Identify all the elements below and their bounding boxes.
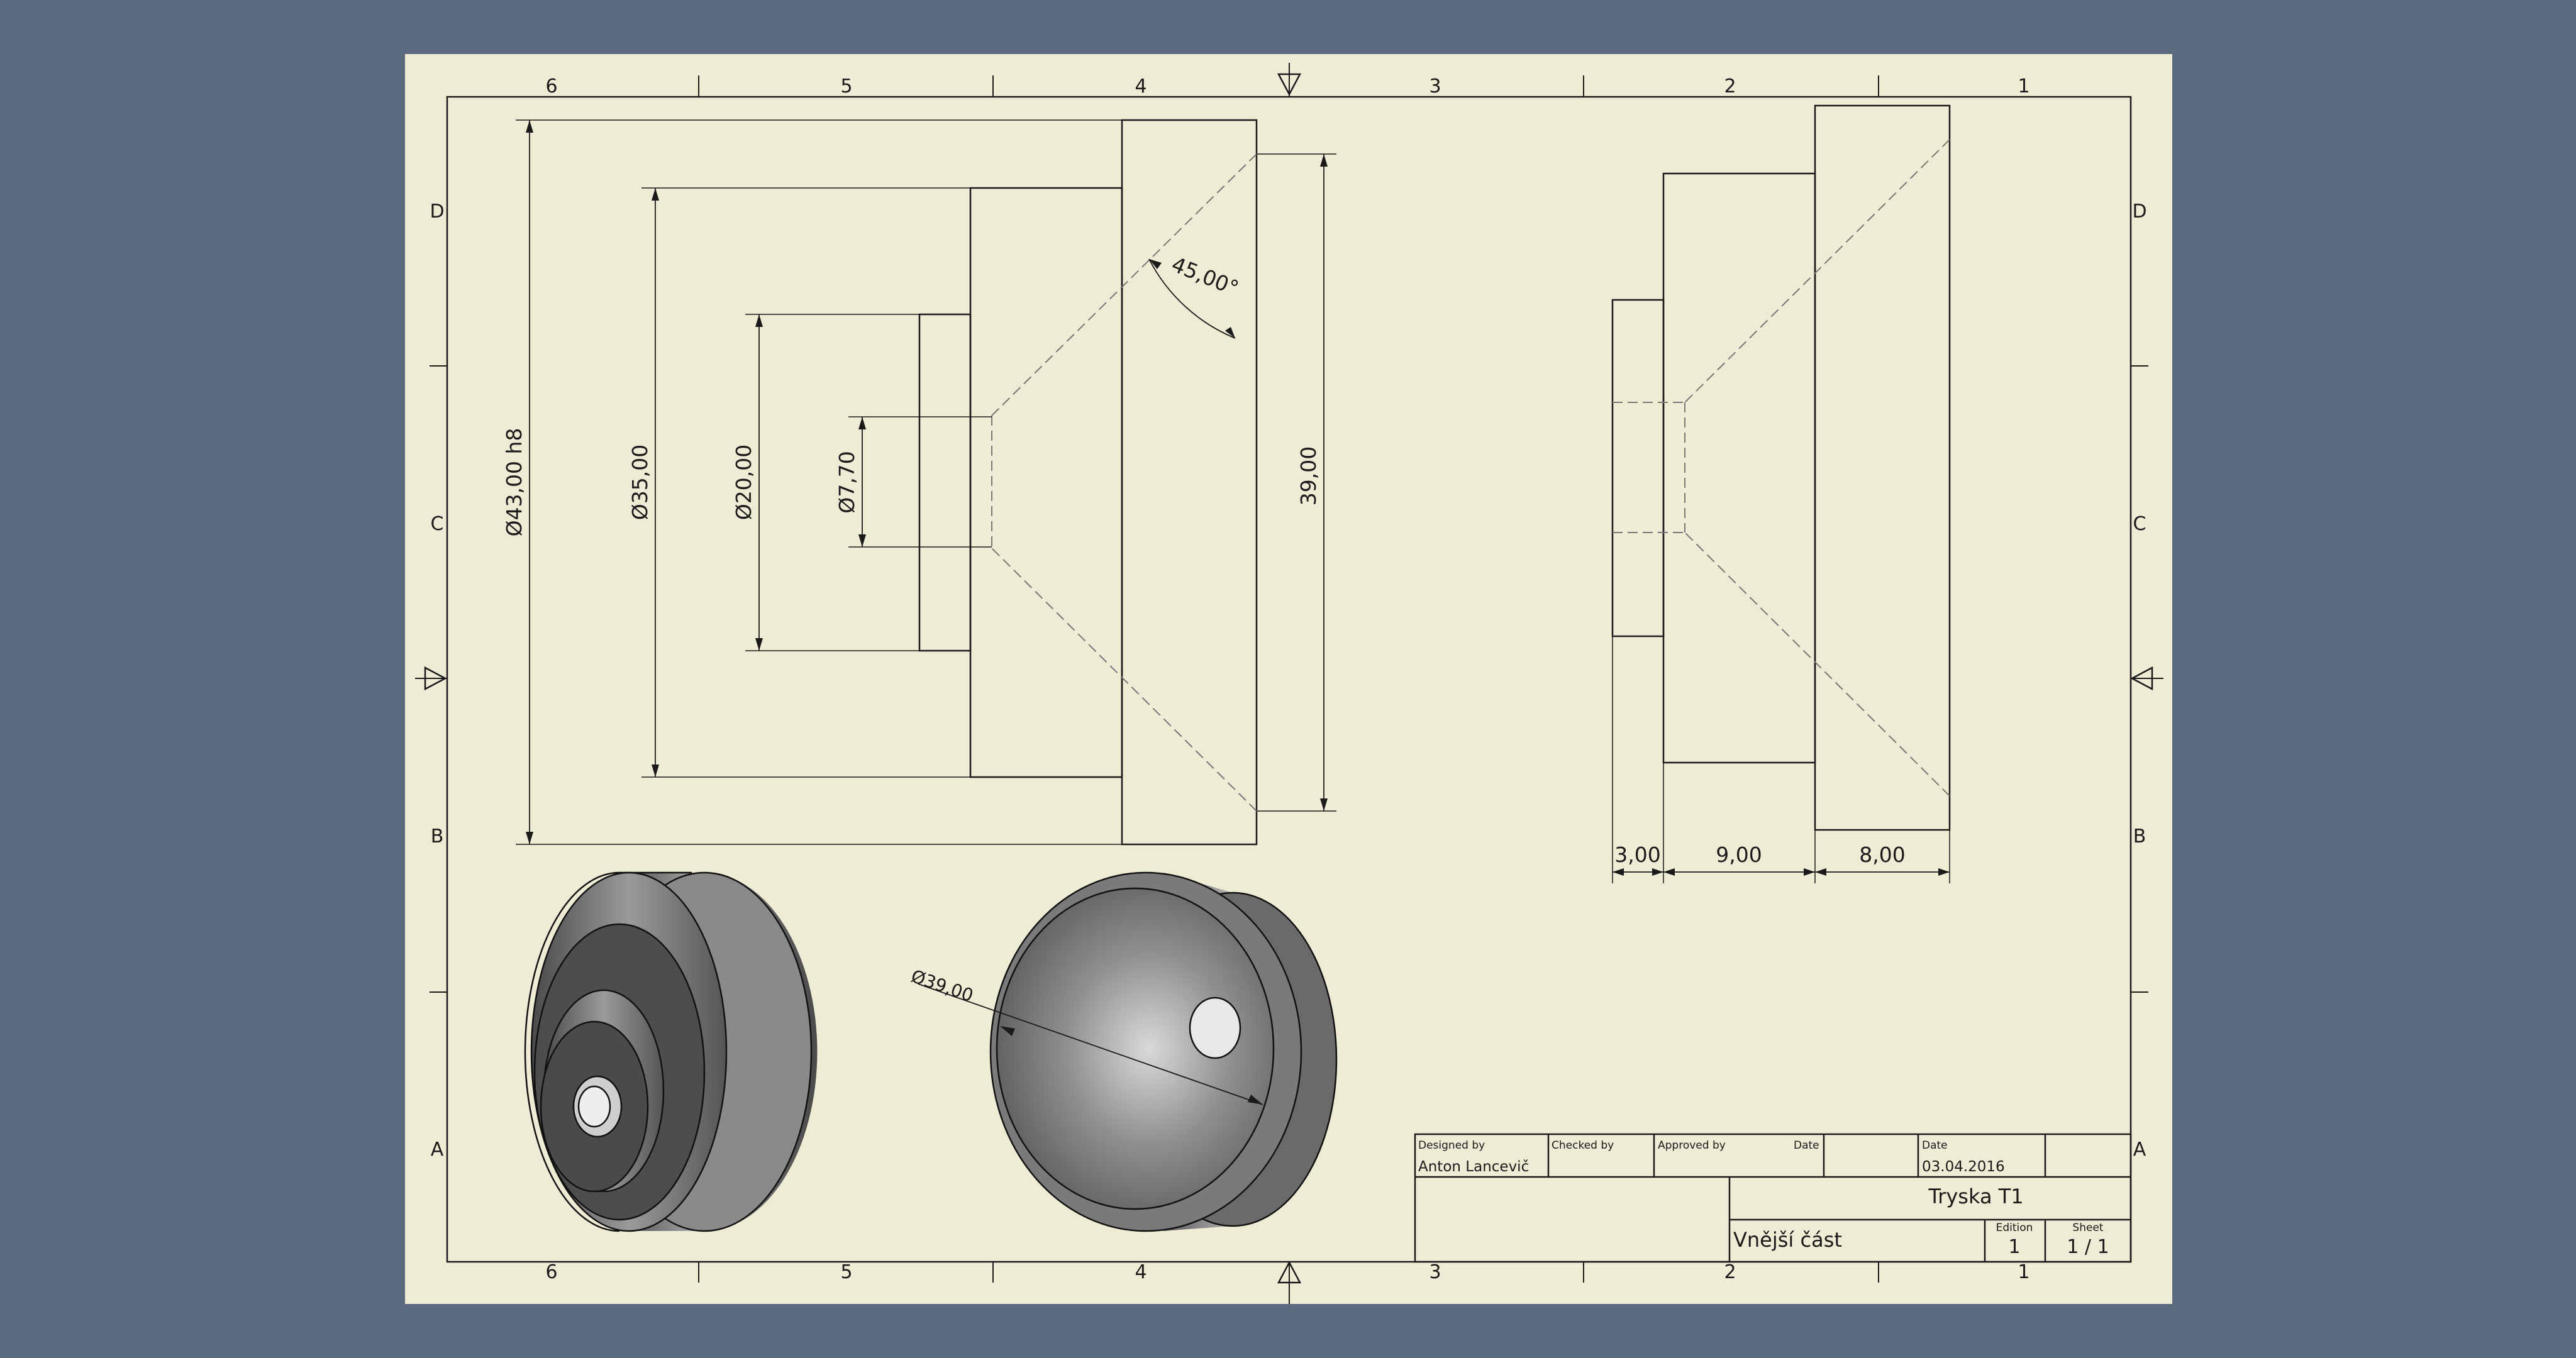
front-view-dimension-lines bbox=[529, 120, 1324, 844]
zone-row-left: B bbox=[431, 825, 444, 847]
dim-d35: Ø35,00 bbox=[628, 444, 652, 520]
drawing-subtitle: Vnější část bbox=[1733, 1228, 1842, 1252]
date-label-2: Date bbox=[1922, 1139, 1948, 1152]
zone-col-bottom: 1 bbox=[2018, 1261, 2029, 1283]
zone-row-left: D bbox=[430, 201, 444, 223]
approved-by-label: Approved by bbox=[1658, 1139, 1726, 1152]
zone-col-bottom: 2 bbox=[1724, 1261, 1736, 1283]
zone-col-top: 5 bbox=[840, 75, 852, 97]
title-block[interactable]: Designed by Anton Lancevič Checked by Ap… bbox=[1414, 1133, 2132, 1263]
front-view-arrowheads bbox=[526, 120, 1328, 844]
zone-col-bottom: 4 bbox=[1135, 1261, 1146, 1283]
side-view-outline bbox=[1611, 104, 1951, 831]
edition-value: 1 bbox=[2008, 1236, 2020, 1258]
side-view[interactable]: 3,00 9,00 8,00 bbox=[1611, 104, 1951, 883]
dim-d20: Ø20,00 bbox=[731, 444, 756, 520]
drawing-title: Tryska T1 bbox=[1928, 1184, 2023, 1208]
zone-row-right: D bbox=[2132, 201, 2146, 223]
dim-w2: 9,00 bbox=[1716, 842, 1762, 867]
side-view-arrowheads bbox=[1613, 868, 1950, 876]
angle-arrowheads bbox=[1149, 259, 1235, 338]
iso1-front-band bbox=[524, 871, 620, 1232]
centering-marks bbox=[424, 73, 2153, 1284]
zone-col-bottom: 5 bbox=[840, 1261, 852, 1283]
zone-row-right: B bbox=[2133, 825, 2146, 847]
zone-labels: 6 5 4 3 2 1 6 5 4 3 2 1 D C B A D C B A bbox=[430, 75, 2146, 1283]
iso2-bore bbox=[1189, 996, 1241, 1059]
dim-h39: 39,00 bbox=[1296, 446, 1321, 505]
front-view-hidden-lines bbox=[991, 153, 1257, 812]
zone-col-top: 3 bbox=[1429, 75, 1441, 97]
zone-col-bottom: 3 bbox=[1429, 1261, 1441, 1283]
front-view[interactable]: Ø43,00 h8 Ø35,00 Ø20,00 Ø7,70 39,00 45,0… bbox=[502, 119, 1336, 846]
zone-col-top: 2 bbox=[1724, 75, 1736, 97]
angle-45-arc bbox=[1148, 258, 1236, 339]
designed-by-value: Anton Lancevič bbox=[1418, 1159, 1529, 1175]
title-block-grid bbox=[1414, 1133, 2132, 1263]
title-block-texts: Designed by Anton Lancevič Checked by Ap… bbox=[1418, 1139, 2109, 1258]
zone-row-left: A bbox=[431, 1139, 444, 1161]
sheet-value: 1 / 1 bbox=[2067, 1236, 2109, 1258]
side-view-extension-lines bbox=[1612, 636, 1950, 883]
designed-by-label: Designed by bbox=[1418, 1139, 1485, 1152]
front-view-outline bbox=[918, 119, 1258, 846]
side-view-hidden-lines bbox=[1613, 139, 1950, 797]
zone-col-top: 1 bbox=[2018, 75, 2029, 97]
iso2-cone bbox=[996, 887, 1275, 1210]
side-view-dimension-texts: 3,00 9,00 8,00 bbox=[1614, 842, 1905, 867]
zone-row-left: C bbox=[431, 513, 444, 535]
dim-w1: 3,00 bbox=[1614, 842, 1660, 867]
zone-col-top: 4 bbox=[1135, 75, 1146, 97]
dim-d7: Ø7,70 bbox=[835, 451, 859, 513]
isometric-view-front[interactable]: Ø39,00 bbox=[908, 871, 1338, 1232]
date-value: 03.04.2016 bbox=[1922, 1159, 2005, 1175]
zone-row-right: A bbox=[2133, 1139, 2146, 1161]
zone-col-bottom: 6 bbox=[545, 1261, 557, 1283]
zone-col-top: 6 bbox=[545, 75, 557, 97]
dim-w3: 8,00 bbox=[1859, 842, 1905, 867]
front-view-extension-lines bbox=[516, 119, 1336, 845]
isometric-view-back[interactable] bbox=[524, 871, 818, 1232]
dim-d43: Ø43,00 h8 bbox=[502, 428, 526, 537]
edition-label: Edition bbox=[1996, 1222, 2033, 1234]
iso2-dimension-line bbox=[918, 983, 1263, 1105]
sheet-label: Sheet bbox=[2072, 1222, 2103, 1234]
checked-by-label: Checked by bbox=[1552, 1139, 1614, 1152]
date-label-1: Date bbox=[1794, 1139, 1819, 1152]
zone-row-right: C bbox=[2133, 513, 2146, 535]
